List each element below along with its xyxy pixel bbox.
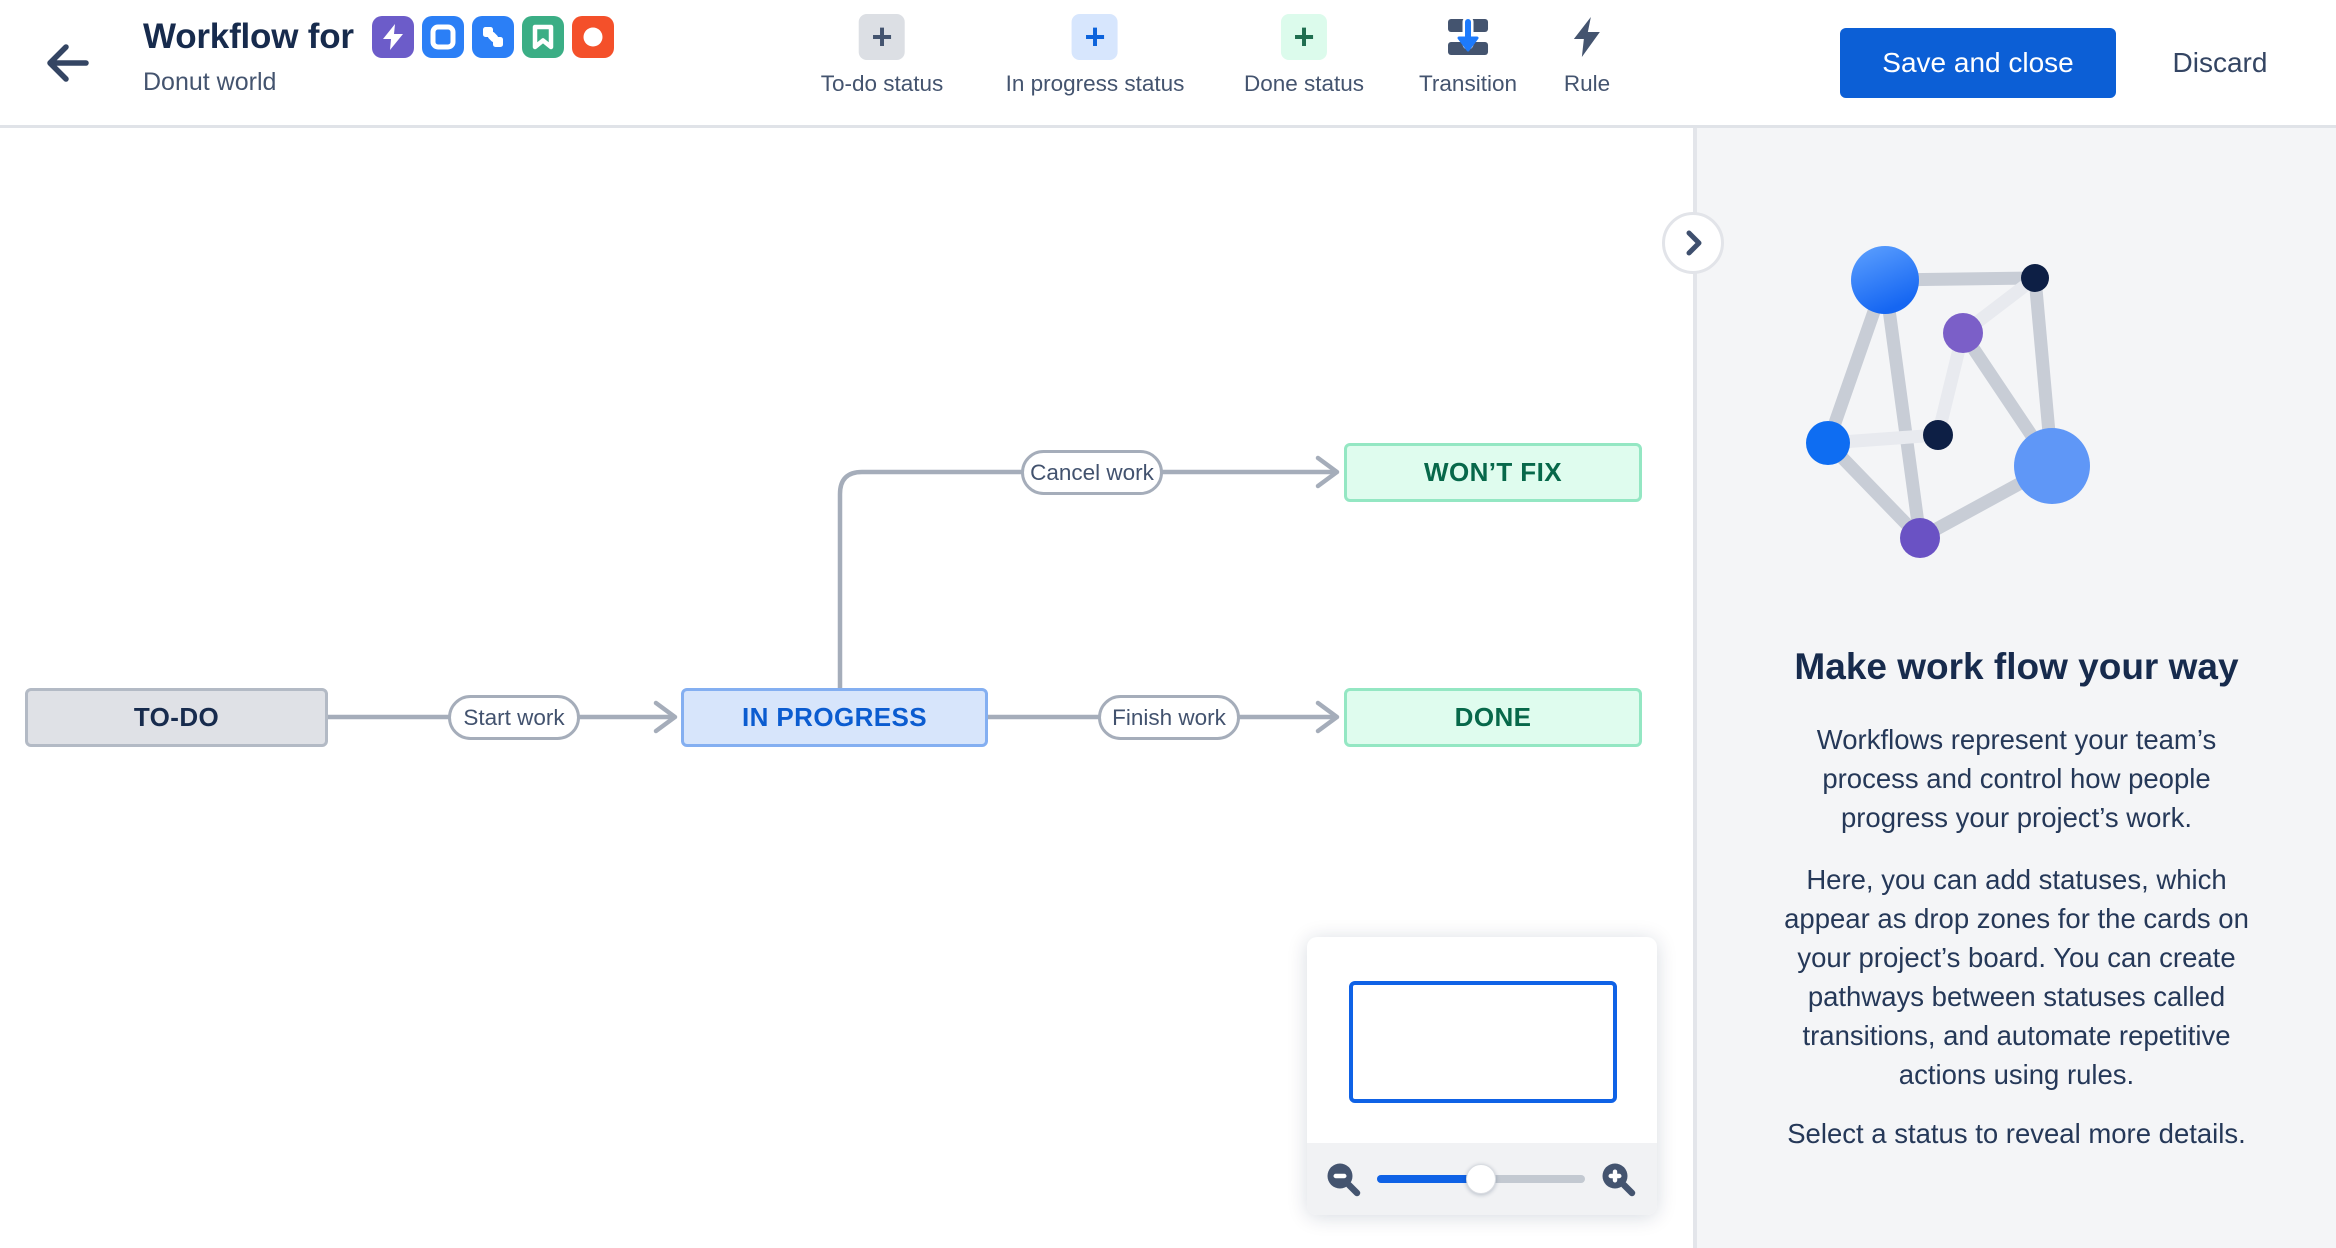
zoom-slider-thumb[interactable] <box>1466 1164 1496 1194</box>
status-node-wont-fix[interactable]: WON’T FIX <box>1344 443 1642 502</box>
lightning-icon <box>1564 14 1610 60</box>
add-transition-button[interactable]: Transition <box>1419 14 1517 97</box>
magnifier-plus-icon <box>1602 1163 1636 1197</box>
arrow-left-icon <box>47 43 89 82</box>
sidebar-heading: Make work flow your way <box>1794 646 2239 687</box>
collapse-sidebar-button[interactable] <box>1662 212 1724 274</box>
toolbar-label: Transition <box>1419 71 1517 96</box>
zoom-slider[interactable] <box>1377 1164 1585 1194</box>
plus-icon: + <box>1280 14 1327 60</box>
sidebar-paragraph: Select a status to reveal more details. <box>1787 1118 2246 1149</box>
transition-cancel-work[interactable]: Cancel work <box>1021 450 1163 495</box>
chevron-right-icon <box>1686 230 1702 256</box>
sidebar-paragraph: Here, you can add statuses, which appear… <box>1784 864 2249 1090</box>
incident-circle-icon <box>571 16 614 58</box>
toolbar-label: Done status <box>1243 71 1365 96</box>
zoom-slider-fill <box>1377 1175 1481 1183</box>
minimap-zoom-bar <box>1307 1143 1657 1215</box>
status-node-done[interactable]: DONE <box>1344 688 1642 747</box>
app-header: Workflow for <box>0 0 2336 128</box>
zoom-out-button[interactable] <box>1324 1160 1362 1198</box>
story-bookmark-icon <box>521 16 564 58</box>
transition-finish-work[interactable]: Finish work <box>1098 695 1240 740</box>
minimap <box>1307 937 1657 1215</box>
subtask-icon <box>471 16 514 58</box>
status-node-in-progress[interactable]: IN PROGRESS <box>681 688 988 747</box>
panel-divider <box>1693 128 1697 1248</box>
transition-icon <box>1445 14 1491 60</box>
discard-button[interactable]: Discard <box>2144 28 2296 98</box>
add-done-status-button[interactable]: + Done status <box>1244 14 1364 97</box>
toolbar-label: To-do status <box>820 71 944 96</box>
plus-icon: + <box>1072 14 1118 60</box>
zoom-in-button[interactable] <box>1599 1160 1637 1198</box>
add-rule-button[interactable]: Rule <box>1564 14 1610 97</box>
info-sidebar: Make work flow your way Workflows repres… <box>1697 128 2336 1248</box>
save-and-close-button[interactable]: Save and close <box>1840 28 2116 98</box>
title-block: Workflow for <box>143 16 614 97</box>
network-illustration <box>1806 246 2090 558</box>
epic-lightning-icon <box>371 16 414 58</box>
task-square-icon <box>421 16 464 58</box>
add-in-progress-status-button[interactable]: + In progress status <box>1005 14 1185 97</box>
status-node-todo[interactable]: TO-DO <box>25 688 328 747</box>
sidebar-paragraph: Workflows represent your team’s process … <box>1816 724 2217 833</box>
add-todo-status-button[interactable]: + To-do status <box>820 14 944 97</box>
plus-icon: + <box>858 14 905 60</box>
toolbar-label: In progress status <box>1005 71 1185 96</box>
project-name: Donut world <box>143 68 277 96</box>
minimap-viewport[interactable] <box>1349 981 1617 1103</box>
transition-start-work[interactable]: Start work <box>448 695 580 740</box>
toolbar-label: Rule <box>1563 71 1611 96</box>
magnifier-minus-icon <box>1327 1163 1361 1197</box>
project-type-icons <box>371 16 614 58</box>
back-button[interactable] <box>40 36 96 92</box>
page-title: Workflow for <box>143 17 354 56</box>
